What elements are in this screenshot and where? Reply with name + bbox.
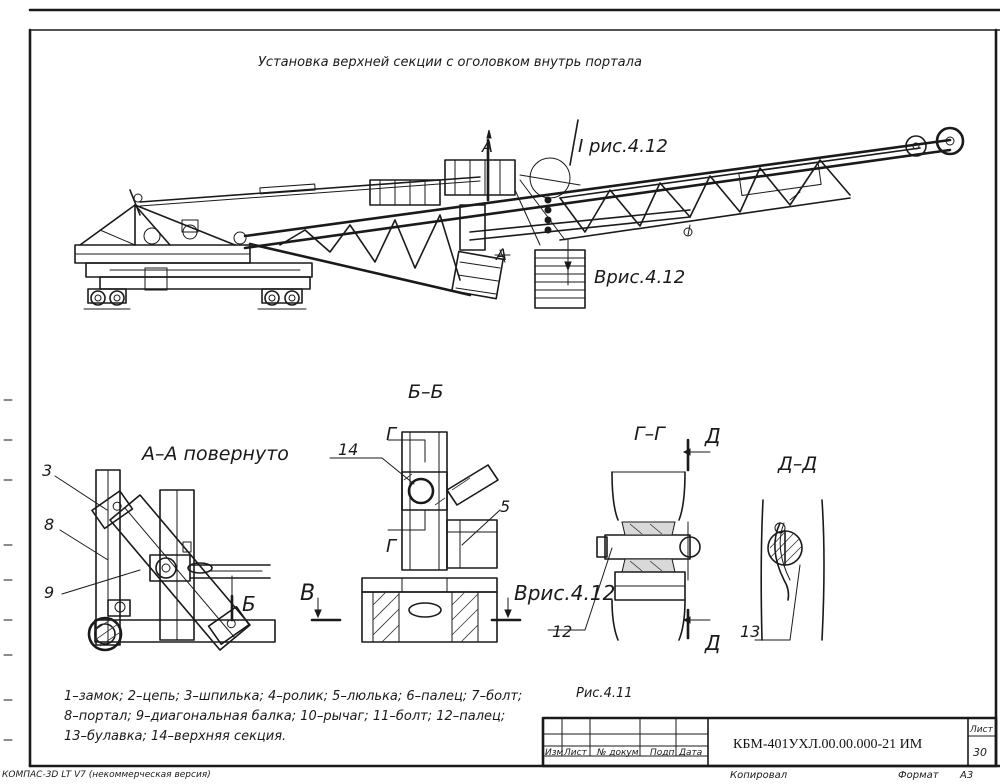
tb-sheet-number: 30: [973, 746, 987, 759]
software-stamp: КОМПАС-3D LT V7 (некоммерческая версия): [2, 770, 211, 780]
legend-line-2: 8–портал; 9–диагональная балка; 10–рычаг…: [64, 709, 505, 724]
cut-label-g-top: Г: [386, 424, 398, 445]
legend-line-3: 13–булавка; 14–верхняя секция.: [64, 729, 286, 744]
fig-ref-b: Bрис.4.12: [594, 267, 685, 288]
cut-label-a-bottom: А: [495, 245, 507, 264]
cut-label-g-bottom: Г: [386, 536, 398, 557]
section-aa-title: А–А повернуто: [140, 443, 289, 465]
cut-label-d-top: Д: [704, 424, 721, 448]
crane-joint: [369, 138, 581, 300]
cut-label-d-bottom: Д: [704, 631, 721, 655]
section-bb: Б–Б Г Г: [300, 381, 615, 643]
view-ref-v: Врис.4.12: [514, 581, 615, 605]
parts-legend: 1–замок; 2–цепь; 3–шпилька; 4–ролик; 5–л…: [64, 689, 522, 744]
callout-13: 13: [740, 622, 760, 641]
section-mark-a: А А: [481, 129, 507, 264]
tb-col-list: Лист: [563, 748, 588, 758]
crane-main-view: А А I рис.4.12 Bрис.4.12: [74, 119, 965, 310]
crane-portal: [74, 189, 251, 264]
callout-9: 9: [44, 583, 54, 602]
section-gg-title: Г–Г: [634, 423, 666, 445]
callout-12: 12: [552, 622, 572, 641]
tb-col-sign: Подп: [650, 748, 674, 758]
callout-8: 8: [44, 515, 54, 534]
tb-designation: КБМ-401УХЛ.00.00.000-21 ИМ: [733, 737, 923, 752]
figure-caption: Рис.4.11: [576, 686, 633, 701]
cut-label-a-top: А: [481, 137, 493, 156]
drawing-title: Установка верхней секции с оголовком вну…: [258, 55, 642, 70]
tb-copied: Копировал: [730, 770, 788, 781]
callout-3: 3: [42, 461, 52, 480]
section-aa: А–А повернуто: [42, 443, 289, 652]
cut-label-v-left: В: [300, 581, 315, 606]
title-block: Изм Лист № докум Подп Дата КБМ-401УХЛ.00…: [541, 716, 998, 781]
tb-col-doc: № докум: [596, 748, 639, 758]
section-dd: Д–Д 13: [740, 453, 825, 641]
callout-14: 14: [338, 440, 358, 459]
tb-sheet-label: Лист: [969, 725, 994, 735]
section-dd-title: Д–Д: [777, 453, 817, 475]
sheet-frame: [3, 8, 1000, 768]
section-bb-title: Б–Б: [408, 381, 444, 403]
tb-col-date: Дата: [678, 748, 702, 758]
crane-chassis: [83, 262, 313, 310]
section-gg: Г–Г Д Д 12: [547, 423, 721, 655]
crane-boom: [243, 126, 965, 297]
callout-5: 5: [500, 497, 510, 516]
fig-ref-i: I рис.4.12: [578, 136, 668, 157]
cut-label-b: Б: [242, 592, 256, 616]
legend-line-1: 1–замок; 2–цепь; 3–шпилька; 4–ролик; 5–л…: [64, 689, 522, 704]
tb-format-value: А3: [959, 770, 973, 781]
tb-format-label: Формат: [898, 770, 940, 781]
support-stack: [534, 239, 586, 309]
tb-col-izm: Изм: [545, 748, 564, 758]
